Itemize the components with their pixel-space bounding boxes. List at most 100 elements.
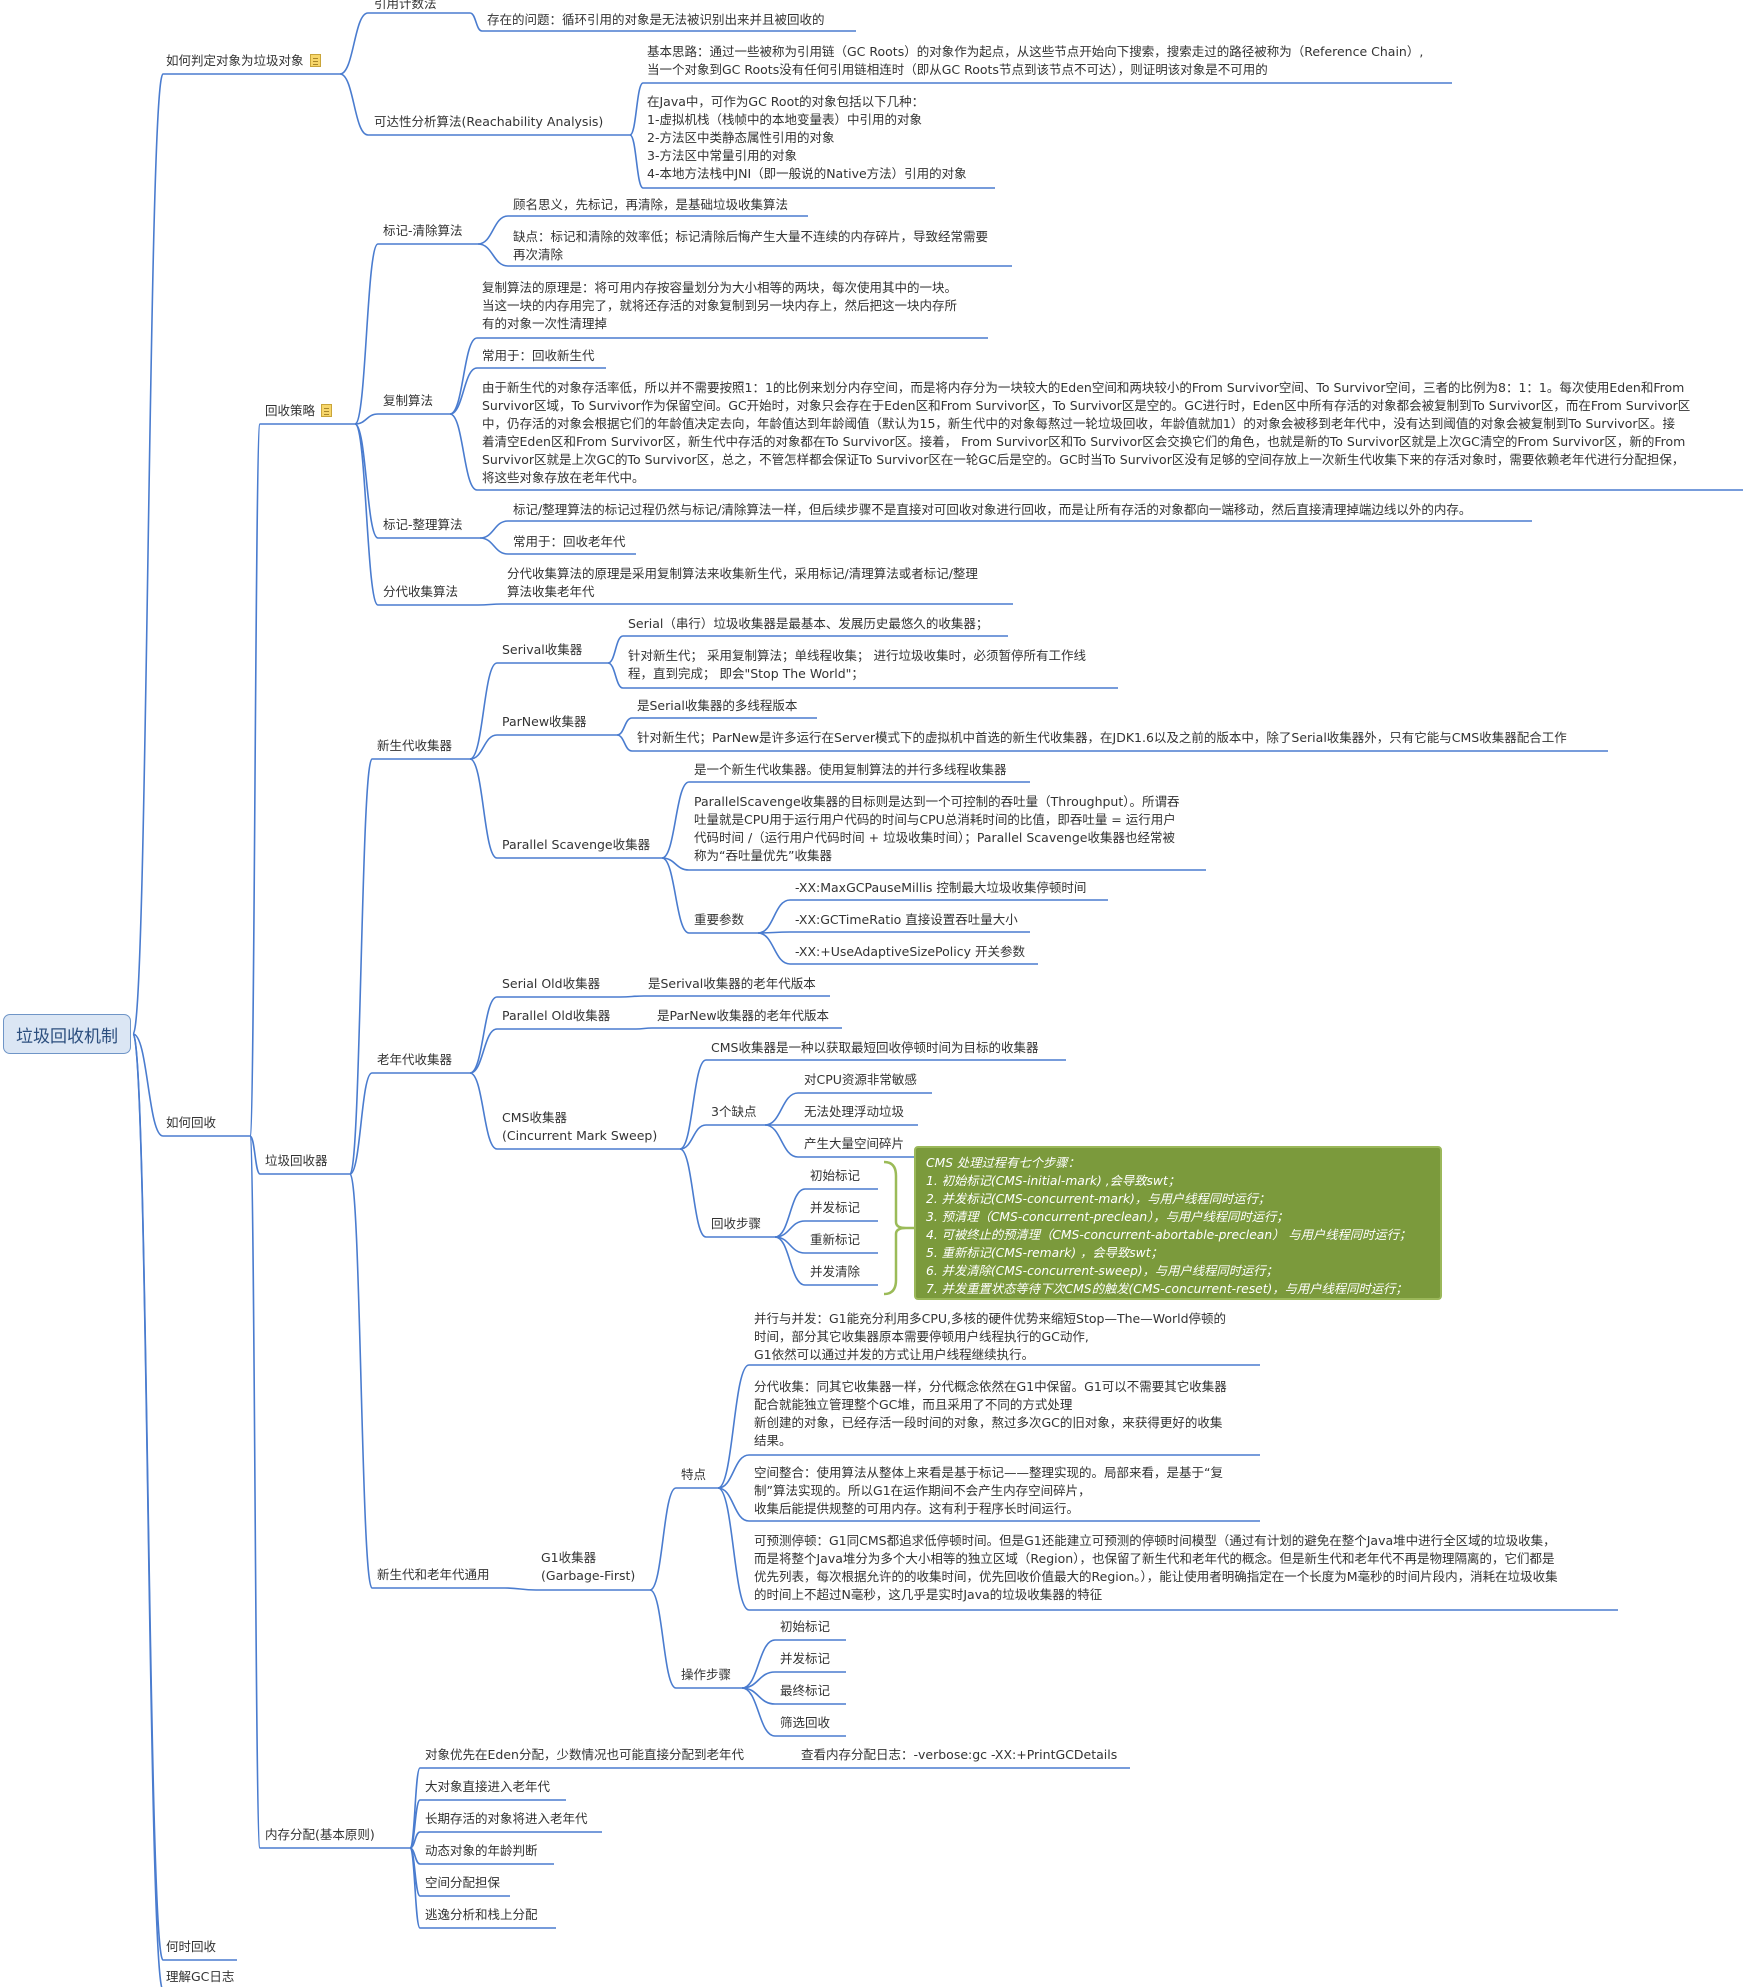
branch-curve <box>469 12 483 32</box>
branch-curve <box>635 1027 653 1030</box>
root-topic[interactable]: 垃圾回收机制 <box>3 1014 131 1054</box>
text-param-timeratio: -XX:GCTimeRatio 直接设置吞吐量大小 <box>795 912 1018 927</box>
branch-curve <box>349 758 373 1175</box>
branch-curve <box>661 857 690 871</box>
text-alloc-4: 空间分配担保 <box>425 1875 501 1890</box>
text-alloc-log: 查看内存分配日志：-verbose:gc -XX:+PrintGCDetails <box>801 1747 1118 1762</box>
text-refcount-problem: 存在的问题：循环引用的对象是无法被识别出来并且被回收的 <box>487 12 825 27</box>
branch-curve <box>354 413 379 425</box>
text-copying-principle: 复制算法的原理是：将可用内存按容量划分为大小相等的两块，每次使用其中的一块。当这… <box>482 280 958 331</box>
branch-curve <box>757 899 791 934</box>
text-g1-feature-4: 可预测停顿：G1同CMS都追求低停顿时间。但是G1还能建立可预测的停顿时间模型（… <box>754 1533 1558 1602</box>
branch-curve <box>479 537 509 555</box>
text-alloc-eden: 对象优先在Eden分配，少数情况也可能直接分配到老年代 <box>425 1747 744 1762</box>
branch-curve <box>409 1847 421 1929</box>
topic-mark-sweep[interactable]: 标记-清除算法 <box>383 223 463 238</box>
branch-curve <box>339 73 369 136</box>
branch-curve <box>619 995 645 998</box>
topic-memory-allocation[interactable]: 内存分配(基本原则) <box>265 1827 375 1842</box>
text-g1-op-1: 初始标记 <box>780 1619 831 1634</box>
branch-curve <box>616 717 633 736</box>
text-cms-flaw-3: 产生大量空间碎片 <box>804 1136 905 1151</box>
branch-curve <box>409 1767 421 1849</box>
topic-parallel-old[interactable]: Parallel Old收集器 <box>502 1008 611 1023</box>
branch-curve <box>661 857 690 934</box>
branch-curve <box>661 781 690 859</box>
branch-curve <box>679 1124 707 1150</box>
branch-curve <box>249 423 261 1137</box>
topic-parnew-collector[interactable]: ParNew收集器 <box>502 714 587 729</box>
topic-generational[interactable]: 分代收集算法 <box>383 584 459 599</box>
branch-curve <box>469 734 498 760</box>
topic-judge-garbage[interactable]: 如何判定对象为垃圾对象 <box>166 52 321 70</box>
text-g1-op-2: 并发标记 <box>780 1651 831 1666</box>
topic-young-and-old[interactable]: 新生代和老年代通用 <box>377 1567 490 1582</box>
text-alloc-5: 逃逸分析和栈上分配 <box>425 1907 538 1922</box>
text-cms-step-4: 并发清除 <box>810 1264 861 1279</box>
branch-curve <box>717 1487 750 1611</box>
branch-curve <box>469 1028 498 1074</box>
topic-important-params[interactable]: 重要参数 <box>694 912 745 927</box>
text-g1-feature-2: 分代收集：同其它收集器一样，分代概念依然在G1中保留。G1可以不需要其它收集器配… <box>754 1379 1227 1448</box>
topic-cms-collector[interactable]: CMS收集器(Cincurrent Mark Sweep) <box>502 1110 658 1143</box>
topic-mark-compact[interactable]: 标记-整理算法 <box>383 517 463 532</box>
text-param-maxpause: -XX:MaxGCPauseMillis 控制最大垃圾收集停顿时间 <box>795 880 1087 895</box>
text-cms-flaw-1: 对CPU资源非常敏感 <box>804 1072 917 1087</box>
text-copying-use: 常用于：回收新生代 <box>482 348 595 363</box>
text-serial-b: 针对新生代； 采用复制算法；单线程收集； 进行垃圾收集时，必须暂停所有工作线程，… <box>628 648 1086 681</box>
branch-curve <box>249 1135 261 1175</box>
note-icon[interactable] <box>309 54 321 67</box>
text-cms-step-3: 重新标记 <box>810 1232 861 1247</box>
text-mark-compact-desc: 标记/整理算法的标记过程仍然与标记/清除算法一样，但后续步骤不是直接对可回收对象… <box>513 502 1472 517</box>
branch-curve <box>679 1148 707 1238</box>
branch-curve <box>741 1687 776 1737</box>
topic-when-to-collect[interactable]: 何时回收 <box>166 1939 217 1954</box>
text-serial-a: Serial（串行）垃圾收集器是最基本、发展历史最悠久的收集器； <box>628 616 989 631</box>
topic-serial-collector[interactable]: Serival收集器 <box>502 642 583 657</box>
text-cms-flaw-2: 无法处理浮动垃圾 <box>804 1104 905 1119</box>
text-g1-op-4: 筛选回收 <box>780 1715 831 1730</box>
topic-reachability-analysis[interactable]: 可达性分析算法(Reachability Analysis) <box>374 114 604 129</box>
text-gc-roots: 在Java中，可作为GC Root的对象包括以下几种：1-虚拟机栈（栈帧中的本地… <box>647 94 967 181</box>
note-icon[interactable] <box>321 404 333 417</box>
branch-curve <box>477 243 509 267</box>
branch-curve <box>132 1033 163 1987</box>
text-cms-step-2: 并发标记 <box>810 1200 861 1215</box>
branch-curve <box>479 520 509 539</box>
branch-curve <box>354 243 379 425</box>
topic-g1-features[interactable]: 特点 <box>681 1467 707 1482</box>
branch-curve <box>629 134 644 189</box>
topic-old-collectors[interactable]: 老年代收集器 <box>377 1052 453 1067</box>
branch-curve <box>741 1639 776 1689</box>
topic-serial-old[interactable]: Serial Old收集器 <box>502 976 601 991</box>
branch-curve <box>607 662 624 689</box>
topic-g1-ops[interactable]: 操作步骤 <box>681 1667 732 1682</box>
topic-cms-steps[interactable]: 回收步骤 <box>711 1216 762 1231</box>
topic-parallel-scavenge[interactable]: Parallel Scavenge收集器 <box>502 837 651 852</box>
branch-curve <box>774 1236 806 1286</box>
topic-collection-strategy[interactable]: 回收策略 <box>265 402 333 420</box>
branch-curve <box>349 1173 373 1589</box>
topic-understand-gc-log[interactable]: 理解GC日志 <box>166 1969 235 1984</box>
topic-g1-collector[interactable]: G1收集器(Garbage-First) <box>541 1550 636 1583</box>
cms-process-callout[interactable]: CMS 处理过程有七个步骤：1. 初始标记(CMS-initial-mark) … <box>914 1146 1442 1300</box>
branch-curve <box>757 932 791 965</box>
topic-reference-counting[interactable]: 引用计数法 <box>374 0 437 11</box>
branch-curve <box>349 1072 373 1175</box>
topic-cms-flaws[interactable]: 3个缺点 <box>711 1104 757 1119</box>
text-g1-feature-3: 空间整合：使用算法从整体上来看是基于标记——整理实现的。局部来看，是基于“复制”… <box>754 1465 1223 1516</box>
branch-curve <box>469 758 498 859</box>
topic-copying[interactable]: 复制算法 <box>383 393 434 408</box>
topic-young-collectors[interactable]: 新生代收集器 <box>377 738 453 753</box>
text-ps-a: 是一个新生代收集器。使用复制算法的并行多线程收集器 <box>694 762 1007 777</box>
branch-curve <box>607 635 624 664</box>
text-reach-idea: 基本思路：通过一些被称为引用链（GC Roots）的对象作为起点，从这些节点开始… <box>647 44 1424 77</box>
topic-how-to-collect[interactable]: 如何回收 <box>166 1115 217 1130</box>
branch-curve <box>649 1487 677 1591</box>
branch-curve <box>649 1589 677 1689</box>
branch-curve <box>132 73 164 1035</box>
branch-curve <box>477 215 509 245</box>
text-mark-sweep-desc: 顾名思义，先标记，再清除，是基础垃圾收集算法 <box>513 197 789 212</box>
text-alloc-2: 长期存活的对象将进入老年代 <box>425 1811 588 1826</box>
topic-garbage-collectors[interactable]: 垃圾回收器 <box>265 1153 328 1168</box>
